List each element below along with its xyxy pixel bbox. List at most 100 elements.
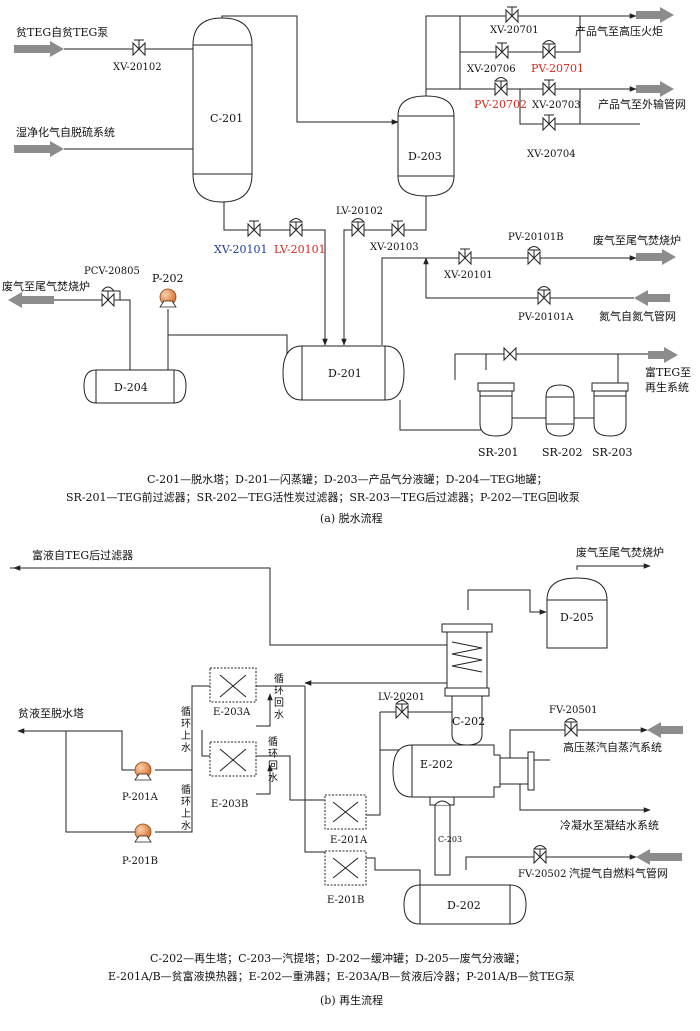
- export-outlet-label: 产品气至外输管网: [598, 97, 686, 111]
- d202-label: D-202: [447, 899, 481, 912]
- e201a-label: E-201A: [330, 835, 368, 846]
- lean-teg-pump-p201b: P-201B: [122, 823, 158, 867]
- valve-xv20101[interactable]: [458, 248, 472, 266]
- svg-text:环: 环: [181, 719, 191, 730]
- c201-label: C-201: [210, 112, 243, 125]
- dehydration-tower-c201: C-201: [192, 17, 253, 203]
- valve-pv20101b[interactable]: [526, 246, 542, 266]
- strip-gas-inlet-arrow: [636, 849, 682, 865]
- sr202-label: SR-202: [542, 446, 583, 459]
- fv20502-label: FV-20502: [518, 869, 566, 880]
- sr203-label: SR-203: [592, 446, 633, 459]
- waste-gas-separator-d205: D-205: [546, 577, 608, 649]
- surge-drum-d202: D-202: [403, 884, 527, 925]
- valve-xv20103[interactable]: [391, 220, 405, 238]
- xv20103-label: XV-20103: [370, 242, 419, 253]
- e203b-label: E-203B: [211, 799, 248, 810]
- panel-a-legend-line2: SR-201—TEG前过滤器；SR-202—TEG活性炭过滤器；SR-203—T…: [66, 490, 580, 504]
- lv20102-label: LV-20102: [336, 206, 383, 217]
- svg-text:上: 上: [181, 808, 191, 820]
- valve-pv20101a[interactable]: [536, 286, 552, 306]
- panel-a-piping: [54, 13, 648, 431]
- valve-lv20102[interactable]: [350, 218, 366, 238]
- nitrogen-inlet-arrow: [634, 290, 670, 306]
- wet-gas-inlet-label: 湿净化气自脱硫系统: [16, 125, 115, 139]
- pre-filter-sr201: SR-201: [477, 382, 519, 459]
- lean-rich-exchanger-e201b: E-201B: [324, 850, 367, 906]
- valve-xv20704[interactable]: [542, 114, 556, 132]
- valve-xv20101-blue[interactable]: [247, 220, 261, 238]
- flare-outlet-label: 产品气至高压火炬: [575, 24, 663, 38]
- svg-text:回: 回: [274, 697, 284, 709]
- waste-gas-right-outlet-arrow: [636, 249, 676, 265]
- valve-xv20703[interactable]: [542, 79, 556, 97]
- recovery-pump-p202: P-202: [152, 272, 184, 370]
- e201b-label: E-201B: [327, 895, 364, 906]
- svg-text:水: 水: [268, 772, 278, 784]
- nitrogen-inlet-label: 氮气自氮气管网: [599, 309, 676, 323]
- xv20101-blue-label: XV-20101: [214, 243, 267, 256]
- steam-inlet-arrow: [647, 722, 683, 738]
- c203-label: C-203: [438, 835, 462, 844]
- xv20706-label: XV-20706: [467, 64, 516, 75]
- valve-lv20101[interactable]: [288, 218, 304, 238]
- xv20703-label: XV-20703: [532, 100, 581, 111]
- c202-label: C-202: [452, 715, 485, 728]
- cooling-water-return-a-label: 循 环 回 水: [274, 672, 284, 721]
- cooling-water-supply-a-label: 循 环 上 水: [181, 705, 191, 754]
- waste-gas-outlet-label: 废气至尾气焚烧炉: [576, 545, 664, 559]
- lv20101-label: LV-20101: [274, 243, 326, 256]
- wet-gas-inlet-arrow: [14, 141, 64, 157]
- cooling-water-return-b-label: 循 环 回 水: [268, 735, 278, 784]
- panel-a-dehydration: C-201 D-203 D-201 D-204 P-20: [2, 6, 691, 525]
- panel-b-legend-line1: C-202—再生塔；C-203—汽提塔；D-202—缓冲罐；D-205—废气分液…: [150, 951, 526, 965]
- p202-label: P-202: [152, 272, 184, 285]
- cooling-water-supply-b-label: 循 环 上 水: [181, 783, 191, 832]
- d204-label: D-204: [114, 381, 148, 394]
- waste-gas-right-label: 废气至尾气焚烧炉: [593, 233, 681, 247]
- valve-pv20702[interactable]: [493, 77, 509, 97]
- svg-text:循: 循: [181, 783, 191, 796]
- condensate-outlet-label: 冷凝水至凝结水系统: [560, 818, 659, 832]
- teg-sump-d204: D-204: [83, 369, 187, 404]
- lv20201-label: LV-20201: [378, 692, 425, 703]
- strip-gas-inlet-label: 汽提气自燃料气管网: [569, 866, 668, 880]
- xv20102-label: XV-20102: [113, 62, 162, 73]
- svg-text:环: 环: [274, 686, 284, 697]
- waste-gas-left-outlet-arrow: [8, 292, 54, 308]
- pv20701-label: PV-20701: [531, 62, 584, 75]
- valve-pcv20805[interactable]: [100, 286, 121, 308]
- d205-label: D-205: [560, 611, 594, 624]
- valve-xv20102[interactable]: [132, 39, 146, 57]
- rich-teg-label-line2: 再生系统: [645, 380, 689, 394]
- valve-pv20701[interactable]: [541, 40, 557, 60]
- p201b-label: P-201B: [122, 856, 158, 867]
- d203-label: D-203: [408, 150, 442, 163]
- stripper-c203: C-203: [429, 796, 462, 876]
- lean-cooler-e203b: E-203B: [209, 741, 257, 810]
- lean-liquid-outlet-label: 贫液至脱水塔: [18, 706, 84, 720]
- svg-text:水: 水: [274, 709, 284, 721]
- valve-fv20501[interactable]: [563, 718, 579, 738]
- panel-a-caption: (a) 脱水流程: [320, 511, 383, 525]
- xv20101-label: XV-20101: [444, 270, 493, 281]
- pv20702-label: PV-20702: [474, 98, 527, 111]
- carbon-filter-sr202: SR-202: [542, 384, 583, 459]
- product-separator-d203: D-203: [397, 95, 455, 197]
- sr201-label: SR-201: [478, 446, 519, 459]
- valve-lv20201[interactable]: [394, 700, 410, 720]
- svg-text:环: 环: [268, 749, 278, 760]
- valve-xv20706[interactable]: [495, 42, 509, 60]
- pv20101b-label: PV-20101B: [508, 232, 564, 243]
- flare-outlet-arrow: [636, 7, 674, 23]
- xv20704-label: XV-20704: [527, 149, 576, 160]
- panel-b-regeneration: D-205 C-202 E-202 C-203: [10, 545, 683, 1007]
- valve-fv20502[interactable]: [532, 845, 548, 865]
- flash-tank-d201: D-201: [282, 345, 405, 401]
- pv20101a-label: PV-20101A: [518, 312, 574, 323]
- svg-text:水: 水: [181, 820, 191, 832]
- post-filter-sr203: SR-203: [591, 382, 633, 459]
- valve-xv20701[interactable]: [505, 6, 519, 24]
- valve-rich-teg-bypass[interactable]: [503, 346, 517, 362]
